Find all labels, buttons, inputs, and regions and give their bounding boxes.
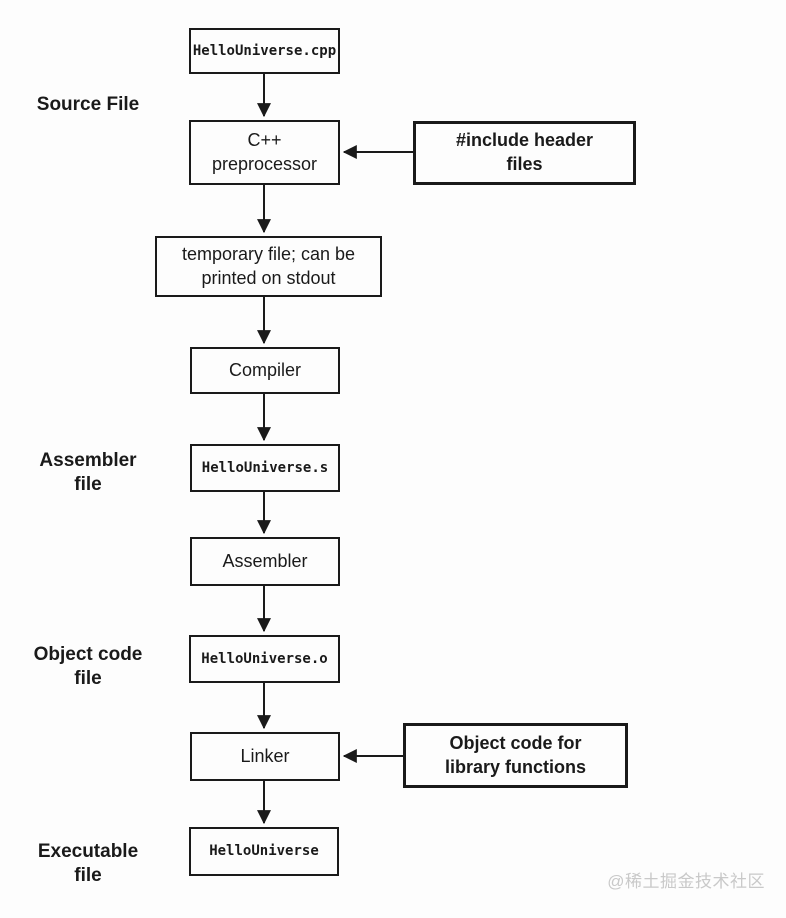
node-executable: HelloUniverse	[189, 827, 339, 876]
label-assembler-file: Assembler file	[39, 450, 137, 495]
node-temp-file: temporary file; can be printed on stdout	[155, 236, 382, 297]
label-executable-file: Executable file	[37, 841, 139, 886]
node-object-lib: Object code for library functions	[403, 723, 628, 788]
node-assembly-file: HelloUniverse.s	[190, 444, 340, 492]
node-source-cpp: HelloUniverse.cpp	[189, 28, 340, 74]
node-object-file: HelloUniverse.o	[189, 635, 340, 683]
watermark: @稀土掘金技术社区	[607, 872, 765, 891]
node-compiler: Compiler	[190, 347, 340, 394]
node-linker: Linker	[190, 732, 340, 781]
label-source-file: Source File	[36, 94, 140, 115]
node-include-headers: #include header files	[413, 121, 636, 185]
node-assembler: Assembler	[190, 537, 340, 586]
label-object-code-file: Object code file	[33, 644, 143, 689]
node-preprocessor: C++ preprocessor	[189, 120, 340, 185]
